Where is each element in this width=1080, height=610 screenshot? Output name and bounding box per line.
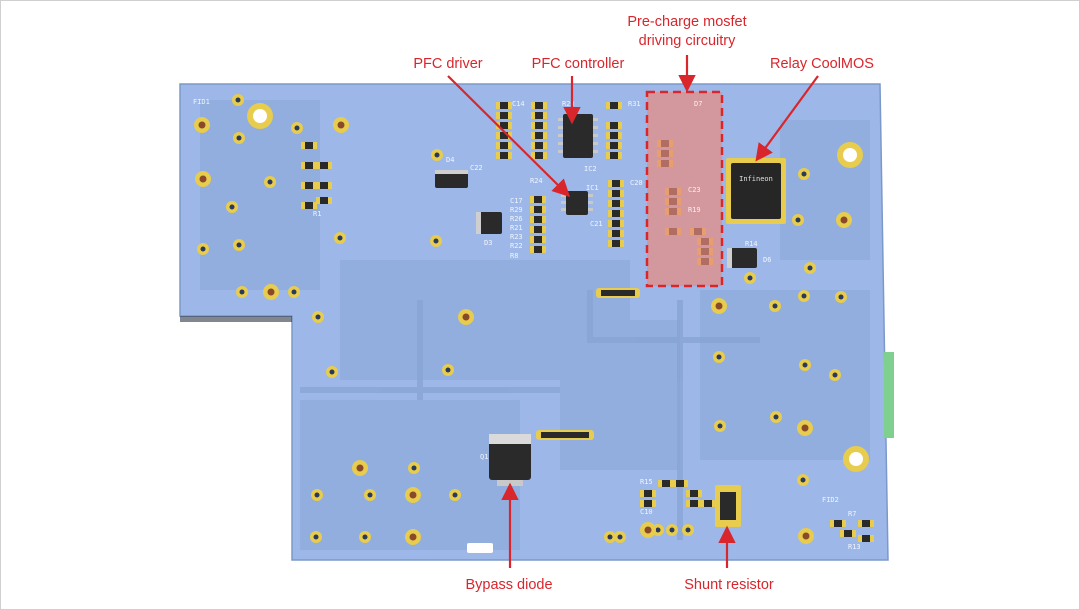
label-r8: R8	[510, 252, 518, 260]
copper-traces	[200, 100, 870, 550]
label-r31: R31	[628, 100, 641, 108]
label-r19: R19	[688, 206, 701, 214]
precharge-highlight	[647, 92, 722, 286]
label-c14: C14	[512, 100, 525, 108]
label-ic2: IC2	[584, 165, 597, 173]
label-pfc-controller: PFC controller	[531, 56, 625, 72]
label-r22: R22	[510, 242, 523, 250]
label-c23: C23	[688, 186, 701, 194]
label-precharge-circuitry: Pre-charge mosfet driving circuitry	[627, 14, 747, 49]
label-c22: C22	[470, 164, 483, 172]
label-r20: R20	[562, 100, 575, 108]
label-c21: C21	[590, 220, 603, 228]
mounting-holes	[247, 103, 869, 472]
label-shunt-resistor: Shunt resistor	[684, 577, 774, 593]
label-d3: D3	[484, 239, 492, 247]
label-c10: C10	[640, 508, 653, 516]
label-d7: D7	[694, 100, 702, 108]
precharge-dashed-box	[645, 90, 724, 288]
diode-d6	[727, 248, 757, 268]
trace-lines	[300, 290, 760, 540]
label-fid2: FID2	[822, 496, 839, 504]
label-r26: R26	[510, 215, 523, 223]
bypass-diode-q1	[489, 434, 531, 486]
relay-coolmos: Infineon	[726, 158, 786, 224]
callout-arrows	[447, 55, 819, 568]
label-pfc-driver: PFC driver	[413, 56, 483, 72]
shunt-resistor	[715, 485, 741, 527]
arrow-relay	[755, 75, 819, 162]
silkscreen-labels: FID1 FID2 IC1 IC2 D3 D4 D6 D7 R1 R14 R8 …	[193, 98, 861, 551]
label-r29: R29	[510, 206, 523, 214]
label-ic1: IC1	[586, 184, 599, 192]
label-bypass-diode: Bypass diode	[465, 577, 553, 593]
label-r7: R7	[848, 510, 856, 518]
through-hole-pads	[194, 94, 852, 545]
diode-d4	[435, 170, 468, 188]
fuse-pads	[536, 288, 640, 440]
pfc-controller-ic	[558, 114, 598, 158]
smd-components	[301, 102, 874, 542]
infineon-logo-text: Infineon	[739, 175, 773, 183]
label-r1: R1	[313, 210, 321, 218]
label-r21: R21	[510, 224, 523, 232]
label-d6: D6	[763, 256, 771, 264]
label-c20: C20	[630, 179, 643, 187]
pcb-board-shadow	[180, 316, 292, 322]
label-r23: R23	[510, 233, 523, 241]
label-r14: R14	[745, 240, 758, 248]
label-r24: R24	[530, 177, 543, 185]
diode-d3	[476, 212, 502, 234]
label-r13: R13	[848, 543, 861, 551]
arrow-pfc-driver	[447, 75, 571, 198]
white-label	[467, 543, 493, 553]
label-c17: C17	[510, 197, 523, 205]
right-connector	[884, 352, 894, 438]
label-relay-coolmos: Relay CoolMOS	[770, 56, 874, 72]
label-d4: D4	[446, 156, 454, 164]
label-q1: Q1	[480, 453, 488, 461]
label-r15: R15	[640, 478, 653, 486]
label-fid1: FID1	[193, 98, 210, 106]
